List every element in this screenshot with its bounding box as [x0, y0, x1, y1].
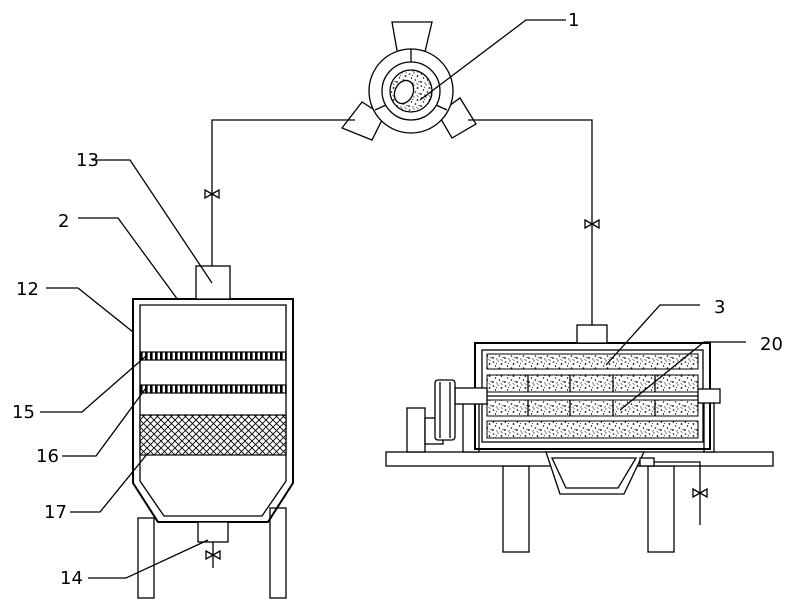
- label-tank: 2: [58, 211, 69, 232]
- upper-filter-plate: [140, 352, 286, 360]
- label-inlet-port: 13: [76, 150, 99, 171]
- label-fan: 1: [568, 10, 579, 31]
- tank-leg-left: [138, 518, 154, 598]
- fan-icon: [342, 22, 476, 140]
- tank-outlet-port: [198, 522, 228, 542]
- lower-filter-plate: [140, 385, 286, 393]
- label-lower-plate: 16: [36, 446, 59, 467]
- tank-housing: [133, 299, 293, 522]
- label-housing: 12: [16, 279, 39, 300]
- motor-icon: [407, 380, 455, 452]
- pipe-fan-to-dryer: [468, 120, 592, 325]
- pipe-fan-to-tank: [212, 120, 355, 266]
- tank-inner-wall: [140, 305, 286, 516]
- pipe-network: [212, 120, 592, 325]
- dryer-leg-left: [503, 466, 529, 552]
- mesh-layer: [140, 415, 286, 455]
- drum-shaft-left: [455, 388, 487, 404]
- drum-shaft-right: [698, 389, 720, 403]
- label-dryer: 3: [714, 297, 725, 318]
- label-upper-plate: 15: [12, 402, 35, 423]
- tank: [133, 266, 293, 598]
- dryer-leg-right: [648, 466, 674, 552]
- tank-inlet-port: [196, 266, 230, 299]
- label-mesh-layer: 17: [44, 502, 67, 523]
- tank-leg-right: [270, 508, 286, 598]
- label-outlet-port: 14: [60, 568, 83, 589]
- label-drum-partition: 20: [760, 334, 783, 355]
- dryer-inlet-port: [577, 325, 607, 343]
